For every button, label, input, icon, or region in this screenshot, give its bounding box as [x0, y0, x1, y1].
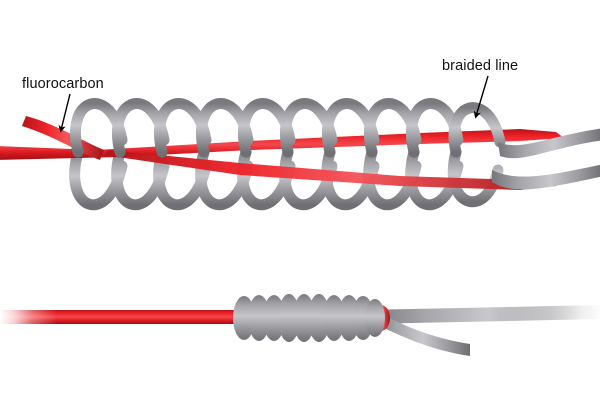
- tight-coil-wraps: [233, 294, 385, 342]
- braided-line-arrow-icon: [473, 75, 489, 119]
- annotation-fluorocarbon: fluorocarbon: [22, 76, 104, 133]
- coil-front-arcs: [70, 98, 506, 158]
- annotation-braided-line: braided line: [442, 58, 518, 119]
- loose-knot-diagram: [0, 98, 600, 211]
- tightened-knot-diagram: [0, 294, 600, 356]
- fluorocarbon-label: fluorocarbon: [22, 76, 104, 92]
- braid-right-tails: [492, 128, 600, 190]
- red-line-tight: [0, 306, 250, 328]
- fluorocarbon-arrow-icon: [58, 93, 71, 133]
- braid-tail-curved: [372, 312, 470, 356]
- braid-tail-straight: [366, 299, 600, 329]
- braided-line-label: braided line: [442, 58, 518, 74]
